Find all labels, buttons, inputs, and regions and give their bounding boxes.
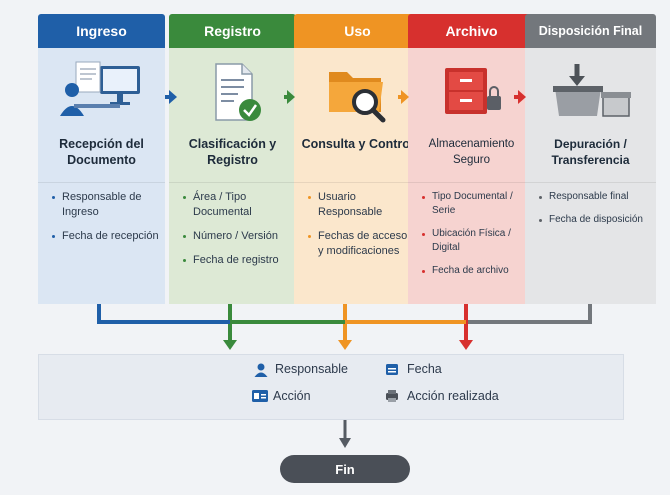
legend-box: Responsable Fecha Acción Acción realizad… [38, 354, 624, 420]
stage-items: Responsable de Ingreso Fecha de recepció… [38, 190, 165, 253]
list-item: Fecha de recepción [50, 229, 159, 244]
stage-title: Almacenamiento Seguro [428, 138, 515, 166]
document-check-icon [169, 52, 296, 134]
list-item: Responsable de Ingreso [50, 190, 159, 220]
list-item: Fechas de acceso y modificaciones [306, 229, 415, 259]
folder-search-icon [294, 52, 421, 134]
list-item: Área / Tipo Documental [181, 190, 290, 220]
stage-title: Consulta y Control [301, 137, 414, 151]
end-node: Fin [280, 455, 410, 483]
legend-accion: Acción [251, 389, 311, 403]
list-item: Número / Versión [181, 229, 290, 244]
stage-registro: Registro Clasificación y Registro Área /… [169, 14, 296, 304]
list-item: Tipo Documental / Serie [420, 190, 529, 218]
box-transfer-icon [525, 52, 656, 134]
stage-archivo: Archivo Almacenamiento Seguro Tipo Docum… [408, 14, 535, 304]
stage-header: Registro [169, 14, 296, 48]
stage-header: Ingreso [38, 14, 165, 48]
stage-header: Archivo [408, 14, 535, 48]
list-item: Usuario Responsable [306, 190, 415, 220]
list-item: Fecha de disposición [537, 213, 650, 227]
document-computer-icon [38, 52, 165, 134]
legend-accion-realizada: Acción realizada [385, 389, 499, 403]
stage-title: Clasificación y Registro [188, 137, 277, 167]
legend-label: Acción [273, 389, 311, 403]
stage-ingreso: Ingreso Recepción del Documento [38, 14, 165, 304]
stage-title: Recepción del Documento [59, 137, 144, 167]
stage-items: Área / Tipo Documental Número / Versión … [169, 190, 296, 277]
calendar-icon [385, 362, 399, 376]
stage-items: Usuario Responsable Fechas de acceso y m… [294, 190, 421, 268]
legend-fecha: Fecha [385, 362, 442, 376]
person-icon [253, 362, 268, 377]
stage-uso: Uso Consulta y Control Usuario Responsab… [294, 14, 421, 304]
list-item: Fecha de archivo [420, 264, 529, 278]
stage-disposicion: Disposición Final Depuración / Transfere… [525, 14, 656, 304]
legend-label: Fecha [407, 362, 442, 376]
legend-label: Acción realizada [407, 389, 499, 403]
legend-responsable: Responsable [253, 362, 348, 377]
stage-items: Responsable final Fecha de disposición [525, 190, 656, 236]
stage-header: Disposición Final [525, 14, 656, 48]
list-item: Ubicación Física / Digital [420, 227, 529, 255]
stage-header: Uso [294, 14, 421, 48]
legend-label: Responsable [275, 362, 348, 376]
stage-items: Tipo Documental / Serie Ubicación Física… [408, 190, 535, 287]
id-card-icon [251, 389, 268, 403]
cabinet-lock-icon [408, 52, 535, 134]
printer-icon [385, 389, 399, 403]
list-item: Responsable final [537, 190, 650, 204]
stage-title: Depuración / Transferencia [551, 137, 630, 167]
list-item: Fecha de registro [181, 253, 290, 268]
